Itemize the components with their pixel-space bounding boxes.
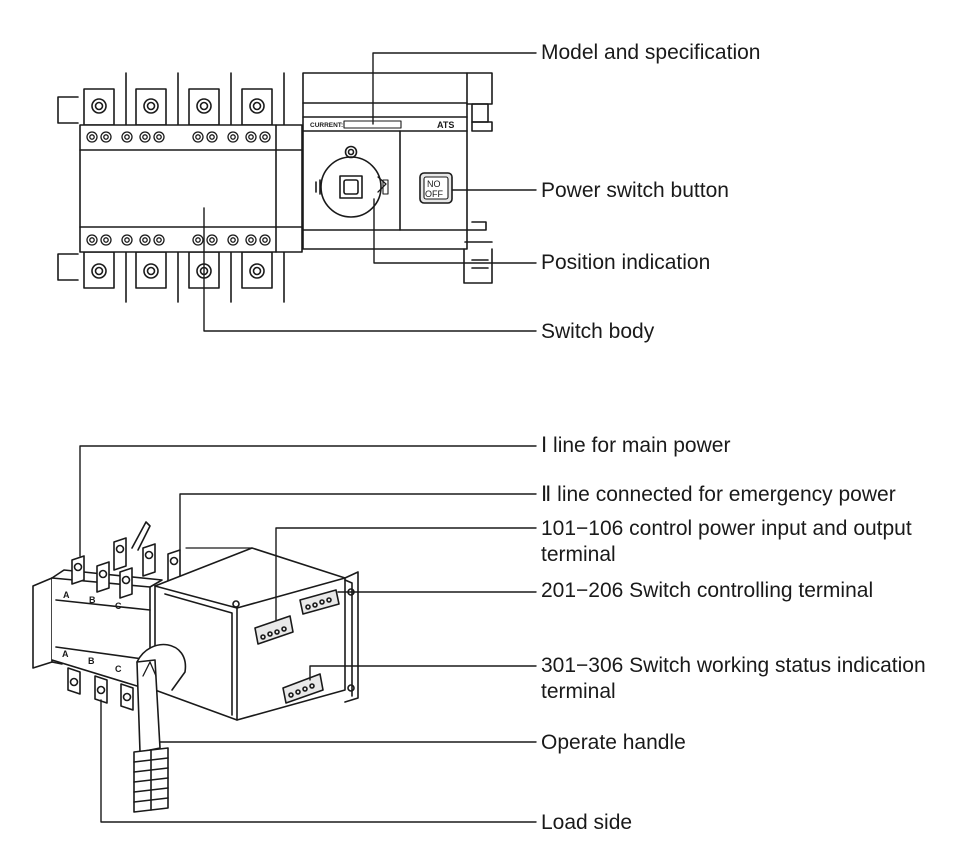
- label-model: Model and specification: [541, 41, 761, 64]
- leader-t301: [309, 665, 537, 681]
- top-view-switch: [57, 72, 493, 303]
- leader-line2: [179, 493, 537, 551]
- iso-view-switch: [32, 521, 359, 813]
- iso-phase-letters: A B C A B C: [62, 590, 122, 674]
- label-t101: 101−106 control power input and output t…: [541, 517, 912, 566]
- panel-brand: ATS: [437, 120, 454, 130]
- phase-c-top: C: [115, 601, 122, 611]
- leader-position: [373, 198, 537, 264]
- iso-view-leaders: [79, 445, 537, 823]
- bottom-terminals: [83, 251, 285, 303]
- left-bracket-bottom: [57, 253, 79, 281]
- label-t301: 301−306 Switch working status indication…: [541, 654, 926, 703]
- left-bracket-top: [57, 96, 79, 124]
- iso-terminal-301: [282, 673, 324, 704]
- label-line2: Ⅱ line connected for emergency power: [541, 483, 896, 506]
- label-handle: Operate handle: [541, 731, 686, 754]
- phase-c-bottom: C: [115, 664, 122, 674]
- iso-operate-handle: [133, 643, 187, 813]
- leader-t101: [275, 527, 537, 621]
- label-load: Load side: [541, 811, 633, 834]
- leader-line1: [79, 445, 537, 557]
- leader-model: [372, 52, 537, 125]
- iso-right-bracket: [344, 571, 359, 703]
- iso-terminal-201: [299, 589, 340, 615]
- controller-box: [302, 72, 468, 250]
- phase-b-top: B: [89, 595, 96, 605]
- iso-terminal-101: [254, 615, 294, 645]
- iso-controller-box: [154, 547, 346, 721]
- button-text-off: OFF: [425, 189, 443, 199]
- label-t201: 201−206 Switch controlling terminal: [541, 579, 874, 602]
- switch-body-outline: [79, 124, 303, 253]
- iso-left-plate: [32, 577, 53, 669]
- phase-a-bottom: A: [62, 649, 69, 659]
- iso-bottom-terminals: [67, 667, 134, 711]
- top-view-texts: CURRENT: ATS NO OFF: [310, 120, 454, 199]
- leader-body: [203, 207, 537, 332]
- phase-b-bottom: B: [88, 656, 95, 666]
- panel-current-label: CURRENT:: [310, 122, 343, 129]
- label-line1: Ⅰ line for main power: [541, 434, 731, 457]
- screw-row-top: [86, 131, 271, 143]
- phase-a-top: A: [63, 590, 70, 600]
- top-terminals: [83, 72, 285, 126]
- leader-load: [100, 699, 537, 823]
- label-power-button: Power switch button: [541, 179, 729, 202]
- label-body: Switch body: [541, 320, 655, 343]
- button-text-on: NO: [427, 179, 441, 189]
- top-view-leaders: [203, 52, 537, 332]
- right-mount: [466, 72, 493, 105]
- screw-row-bottom: [86, 234, 271, 246]
- iso-top-terminals: [71, 521, 181, 599]
- label-position: Position indication: [541, 251, 711, 274]
